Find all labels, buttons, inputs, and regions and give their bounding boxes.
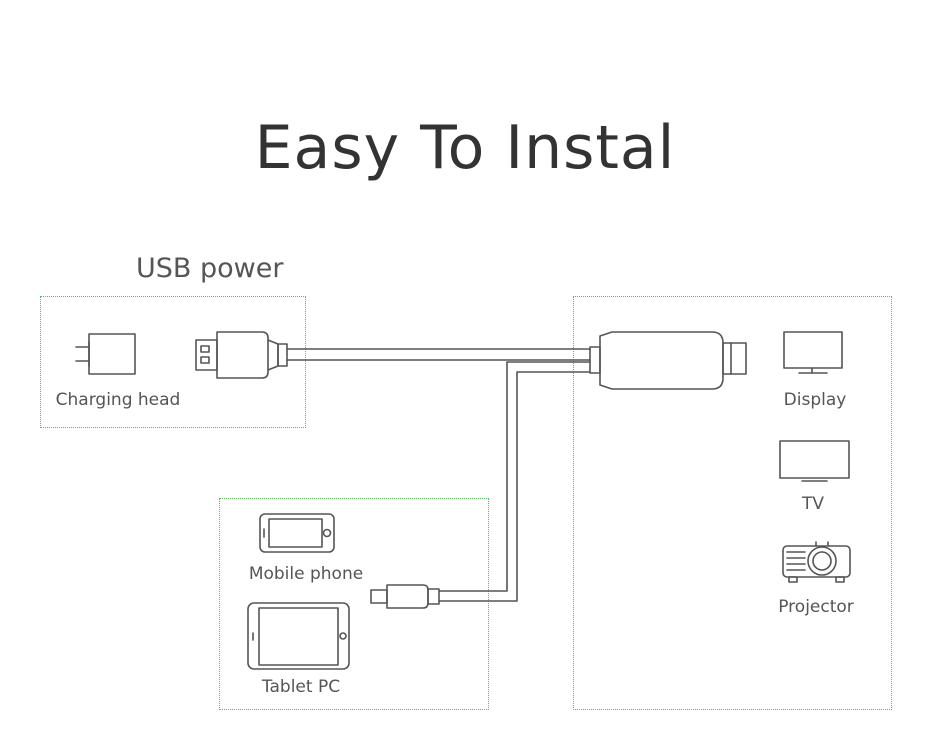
mobile-devices-box: [219, 498, 489, 710]
display-monitor-icon: [783, 331, 843, 374]
page-title: Easy To Instal: [254, 113, 676, 183]
charging-head-label: Charging head: [55, 390, 181, 410]
projector-icon: [782, 541, 851, 583]
tv-label: TV: [801, 494, 824, 514]
display-devices-box: [573, 296, 892, 710]
charging-head-icon: [75, 333, 136, 375]
micro-usb-plug-icon: [370, 584, 440, 609]
projector-label: Projector: [778, 597, 854, 617]
tablet-pc-label: Tablet PC: [261, 677, 341, 697]
main-cable: [286, 348, 591, 361]
usb-plug-icon: [195, 331, 288, 379]
mobile-phone-label: Mobile phone: [248, 564, 364, 584]
display-label: Display: [783, 390, 847, 410]
tv-icon: [779, 440, 850, 482]
branch-cable: [438, 361, 591, 602]
usb-power-box: [40, 296, 306, 428]
hdmi-plug-icon: [589, 331, 747, 390]
usb-power-label: USB power: [136, 253, 284, 284]
tablet-pc-icon: [247, 602, 350, 670]
mobile-phone-icon: [259, 513, 335, 553]
